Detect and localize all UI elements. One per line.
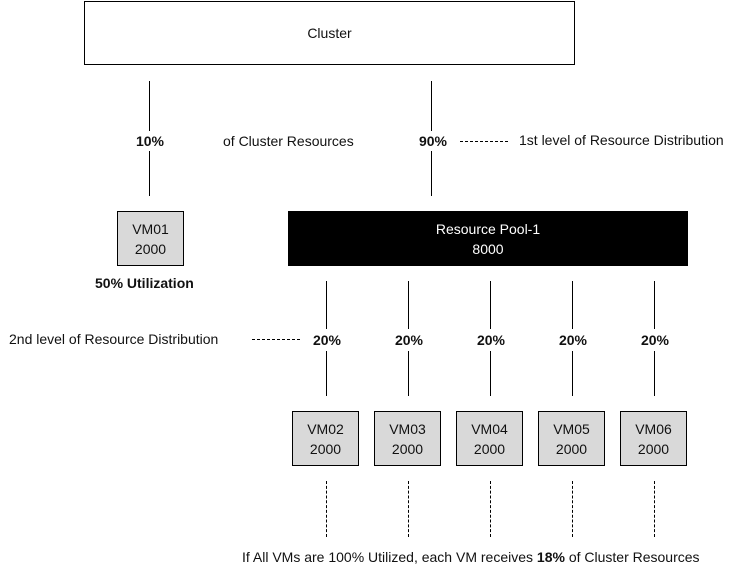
vm01-share-percent: 10%	[131, 131, 169, 151]
vm05-dashed-line	[572, 481, 573, 537]
vm02-share-percent: 20%	[308, 329, 346, 351]
vm03-node: VM03 2000	[374, 411, 441, 466]
vm06-share-percent: 20%	[636, 329, 674, 351]
vm03-dashed-line	[408, 481, 409, 537]
vm01-utilization: 50% Utilization	[95, 275, 194, 291]
first-level-dash-line	[460, 141, 508, 142]
vm04-value: 2000	[473, 440, 506, 457]
footer-highlight: 18%	[536, 549, 565, 565]
vm04-dashed-line	[490, 481, 491, 537]
pool-name: Resource Pool-1	[435, 220, 541, 237]
pool-share-percent: 90%	[414, 131, 452, 151]
first-level-label: 1st level of Resource Distribution	[519, 132, 724, 148]
vm04-node: VM04 2000	[456, 411, 523, 466]
vm03-name: VM03	[389, 420, 426, 437]
second-level-dash-line	[252, 339, 300, 340]
vm03-value: 2000	[391, 440, 424, 457]
resource-pool-node: Resource Pool-1 8000	[288, 211, 688, 266]
vm01-name: VM01	[132, 220, 169, 237]
cluster-label: Cluster	[307, 25, 352, 41]
vm02-name: VM02	[307, 420, 344, 437]
vm06-node: VM06 2000	[620, 411, 687, 466]
second-level-label: 2nd level of Resource Distribution	[9, 331, 219, 347]
vm05-value: 2000	[555, 440, 588, 457]
footer-prefix: If All VMs are 100% Utilized, each VM re…	[242, 549, 537, 565]
vm06-value: 2000	[637, 440, 670, 457]
vm04-name: VM04	[471, 420, 508, 437]
vm06-dashed-line	[654, 481, 655, 537]
cluster-node: Cluster	[84, 1, 575, 65]
vm02-dashed-line	[326, 481, 327, 537]
footer-suffix: of Cluster Resources	[564, 549, 700, 565]
vm05-share-percent: 20%	[554, 329, 592, 351]
vm05-name: VM05	[553, 420, 590, 437]
vm04-share-percent: 20%	[472, 329, 510, 351]
vm01-value: 2000	[134, 240, 167, 257]
footer-note: If All VMs are 100% Utilized, each VM re…	[242, 549, 700, 565]
pool-value: 8000	[472, 240, 504, 257]
vm03-share-percent: 20%	[390, 329, 428, 351]
vm01-node: VM01 2000	[117, 211, 184, 266]
vm05-node: VM05 2000	[538, 411, 605, 466]
vm02-node: VM02 2000	[292, 411, 359, 466]
cluster-resources-label: of Cluster Resources	[223, 133, 354, 149]
vm02-value: 2000	[309, 440, 342, 457]
vm06-name: VM06	[635, 420, 672, 437]
